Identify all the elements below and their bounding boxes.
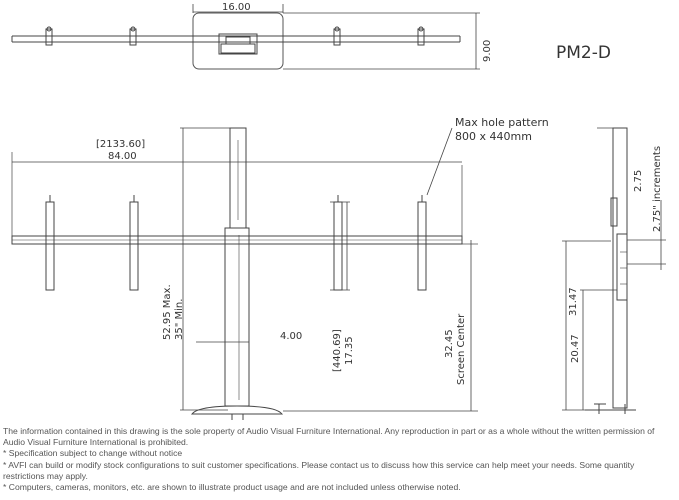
hole-pattern-line1: Max hole pattern xyxy=(455,116,549,129)
disclaimer-footer: The information contained in this drawin… xyxy=(3,426,677,493)
bracket-height-in: 17.35 xyxy=(344,336,355,365)
side-view xyxy=(562,127,666,414)
overall-width-mm: [2133.60] xyxy=(96,139,145,150)
technical-drawing: 16.00 9.00 PM2-D xyxy=(11,2,666,420)
bracket-height-mm: [440.69] xyxy=(332,329,343,372)
disclaimer-line-3: * AVFI can build or modify stock configu… xyxy=(3,459,635,481)
top-width-label: 16.00 xyxy=(222,2,251,13)
front-view xyxy=(11,127,478,420)
screen-center-label: Screen Center xyxy=(456,313,467,385)
top-depth-label: 9.00 xyxy=(482,40,493,62)
height-label-max: 52.95 Max. xyxy=(162,284,173,340)
increment-value: 2.75 xyxy=(633,170,644,192)
overall-width-in: 84.00 xyxy=(108,151,137,162)
disclaimer-line-2: * Specification subject to change withou… xyxy=(3,448,183,459)
increment-label: 2.75" increments xyxy=(652,146,663,232)
column-width-label: 4.00 xyxy=(280,331,302,342)
height-label-min: 35" Min. xyxy=(174,299,185,340)
hole-pattern-line2: 800 x 440mm xyxy=(455,130,532,143)
side-height-upper: 31.47 xyxy=(568,287,579,316)
side-height-lower: 20.47 xyxy=(570,334,581,363)
disclaimer-line-4: * Computers, cameras, monitors, etc. are… xyxy=(3,482,461,493)
screen-center-value: 32.45 xyxy=(444,329,455,358)
top-view xyxy=(11,4,480,70)
disclaimer-line-1: The information contained in this drawin… xyxy=(3,426,655,448)
model-name: PM2-D xyxy=(556,43,611,63)
